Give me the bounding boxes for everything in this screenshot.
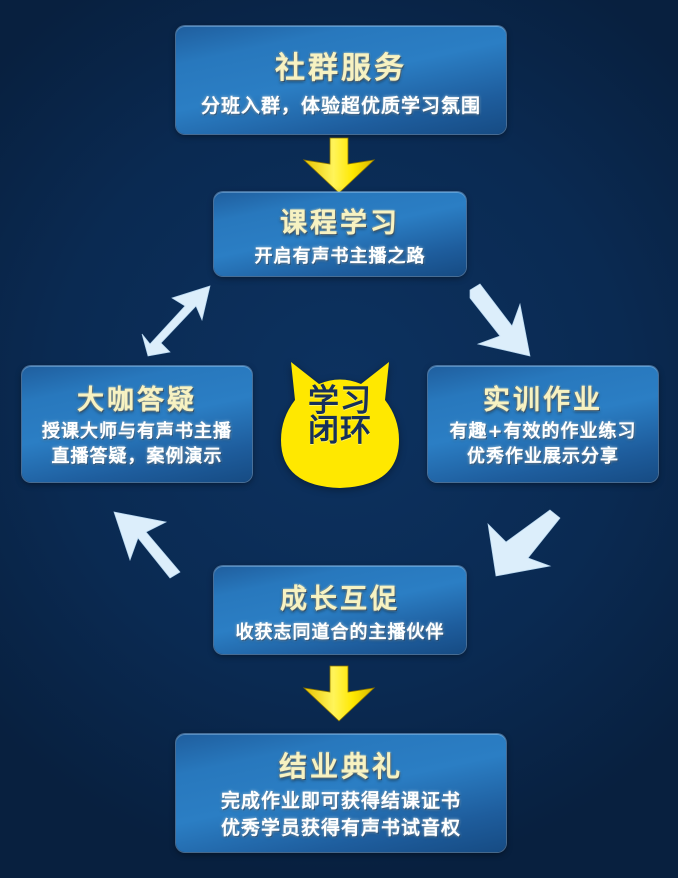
card-growth-subtitle-1: 收获志同道合的主播伙伴 <box>235 621 445 643</box>
card-qa-subtitle-1: 授课大师与有声书主播 <box>42 421 232 443</box>
arrow-upleft-qa-to-course <box>138 282 218 362</box>
arrow-upleft-growth-to-qa <box>110 502 190 582</box>
cat-badge-line-2: 闭环 <box>308 413 372 450</box>
card-graduation-ceremony: 结业典礼 完成作业即可获得结课证书 优秀学员获得有声书试音权 <box>176 734 506 852</box>
card-qa-subtitle-2: 直播答疑，案例演示 <box>51 446 223 467</box>
card-community-subtitle-1: 分班入群，体验超优质学习氛围 <box>200 94 481 117</box>
card-course-subtitle-1: 开启有声书主播之路 <box>254 245 426 267</box>
card-expert-qa: 大咖答疑 授课大师与有声书主播 直播答疑，案例演示 <box>22 366 252 482</box>
cat-head-icon: 学习 闭环 <box>277 348 403 490</box>
arrow-downleft-practice-to-growth <box>484 502 564 582</box>
card-practice-title: 实训作业 <box>483 385 603 417</box>
arrow-down-community-to-course <box>300 137 378 194</box>
cat-badge-label: 学习 闭环 <box>277 383 403 450</box>
card-community-service: 社群服务 分班入群，体验超优质学习氛围 <box>176 26 506 134</box>
card-growth-title: 成长互促 <box>280 583 400 615</box>
card-practice-subtitle-1: 有趣+有效的作业练习 <box>449 421 637 443</box>
arrow-down-growth-to-graduation <box>300 665 378 722</box>
card-graduation-title: 结业典礼 <box>278 749 403 783</box>
card-practice-subtitle-2: 优秀作业展示分享 <box>467 446 619 467</box>
card-mutual-growth: 成长互促 收获志同道合的主播伙伴 <box>214 566 466 654</box>
arrow-downright-course-to-practice <box>462 283 542 364</box>
cat-badge-line-1: 学习 <box>308 383 372 419</box>
card-community-title: 社群服务 <box>275 50 407 86</box>
card-graduation-subtitle-1: 完成作业即可获得结课证书 <box>220 789 461 812</box>
card-graduation-subtitle-2: 优秀学员获得有声书试音权 <box>220 816 461 839</box>
card-course-learning: 课程学习 开启有声书主播之路 <box>214 192 466 276</box>
card-practical-assignments: 实训作业 有趣+有效的作业练习 优秀作业展示分享 <box>428 366 658 482</box>
card-course-title: 课程学习 <box>280 207 400 239</box>
card-qa-title: 大咖答疑 <box>77 385 197 417</box>
